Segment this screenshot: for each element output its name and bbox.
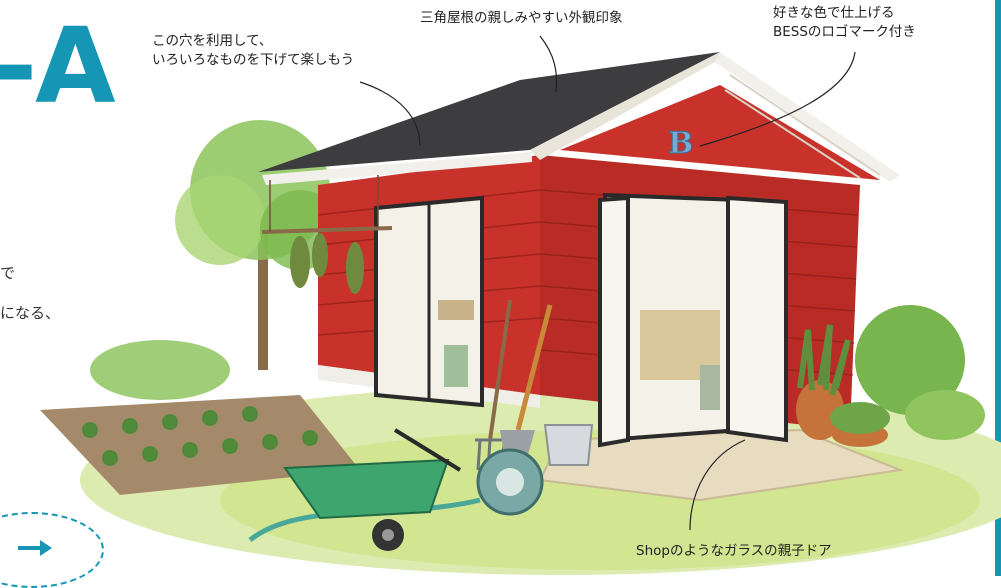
annotation-logo-line-2: BESSのロゴマーク付き [773, 24, 916, 40]
annotation-hole-line-2: いろいろなものを下げて楽しもう [152, 52, 355, 68]
bess-logo-mark: B [668, 126, 693, 161]
annotation-door-line-1: Shopのようなガラスの親子ドア [636, 543, 832, 559]
arrow-right-icon [18, 540, 52, 556]
tree-trunk [258, 230, 268, 370]
page-title-fragment: -A [0, 5, 116, 127]
leader-line-logo [699, 51, 856, 147]
shrub-right [855, 305, 965, 415]
gable-wall [560, 85, 880, 180]
leader-line-roof [539, 35, 558, 93]
hanging-herbs [290, 233, 364, 294]
cabin-illustration: B [40, 35, 1001, 575]
hanging-pole [261, 226, 393, 234]
gable-slats [724, 74, 881, 179]
leader-line-door [689, 439, 746, 531]
vegetable-bed [40, 395, 360, 495]
shrub-left [90, 340, 230, 400]
aloe-plant [797, 324, 851, 396]
roof-dark-side [258, 52, 720, 172]
wheelbarrow [283, 458, 450, 520]
leader-line-hole [359, 81, 421, 147]
roof-trim [262, 152, 532, 185]
vegetable-plants [82, 406, 318, 466]
shovel [515, 304, 553, 431]
annotation-logo-line-1: 好きな色で仕上げる [773, 5, 895, 21]
annotation-door: Shopのようなガラスの親子ドア [636, 542, 832, 561]
bucket [543, 424, 594, 466]
annotation-roof-line-1: 三角屋根の親しみやすい外観印象 [420, 10, 623, 26]
gable-trim [715, 52, 900, 182]
page-edge-bar [995, 0, 1001, 576]
body-text-line-2: になる、 [0, 304, 61, 322]
body-text-line-1: で [0, 264, 16, 282]
annotation-hole-line-1: この穴を利用して、 [152, 33, 273, 49]
pitchfork [488, 299, 512, 441]
door-leaf-open [726, 195, 788, 443]
annotation-logo: 好きな色で仕上げる BESSのロゴマーク付き [773, 4, 916, 42]
annotation-hole: この穴を利用して、 いろいろなものを下げて楽しもう [152, 32, 354, 70]
annotation-roof: 三角屋根の親しみやすい外観印象 [420, 9, 623, 28]
